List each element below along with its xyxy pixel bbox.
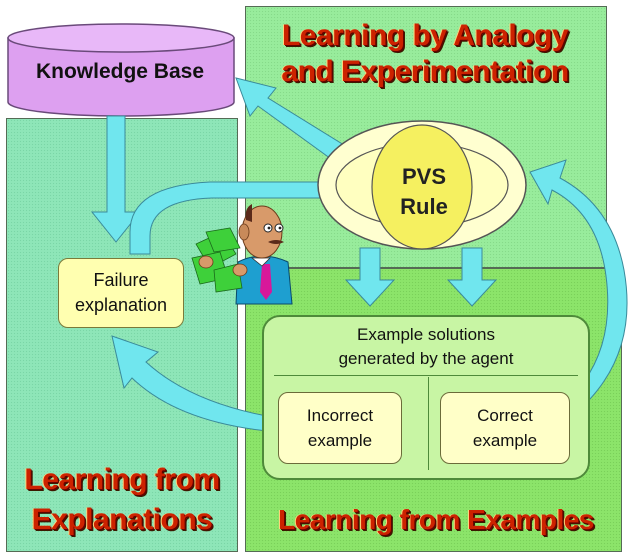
title-analogy-line2: and Experimentation: [281, 55, 569, 88]
example-solutions-header: Example solutions generated by the agent: [264, 323, 588, 371]
arrow-pvs-to-examples-left: [344, 247, 396, 307]
pvs-rule-label: PVS Rule: [384, 162, 464, 222]
arrow-pvs-to-kb: [235, 77, 353, 165]
title-learning-from-examples: Learning from Examples: [250, 502, 622, 538]
title-explanations-line2: Explanations: [31, 503, 213, 536]
failure-explanation-box: Failure explanation: [58, 258, 184, 328]
incorrect-example-line2: example: [307, 431, 373, 450]
title-examples-line1: Learning from Examples: [278, 504, 594, 535]
pvs-rule-line1: PVS: [401, 164, 447, 189]
failure-explanation-line2: explanation: [74, 295, 168, 315]
example-solutions-line1: Example solutions: [357, 325, 495, 344]
failure-explanation-line1: Failure: [93, 270, 149, 290]
arrow-incorrect-to-failure: [111, 335, 279, 433]
arrow-kb-to-failure: [90, 115, 142, 243]
correct-example-line1: Correct: [477, 406, 533, 425]
arrow-failure-to-pvs: [129, 167, 350, 255]
incorrect-example-line1: Incorrect: [306, 406, 374, 425]
agent-figure: [191, 204, 293, 305]
pvs-rule-line2: Rule: [400, 194, 448, 219]
arrow-correct-to-pvs: [529, 159, 628, 417]
examples-divider-horizontal: [274, 375, 578, 376]
examples-divider-vertical: [428, 377, 429, 470]
title-learning-from-explanations: Learning from Explanations: [6, 460, 238, 540]
correct-example-line2: example: [472, 431, 538, 450]
title-analogy-line1: Learning by Analogy: [281, 19, 569, 52]
title-learning-by-analogy: Learning by Analogy and Experimentation: [250, 18, 600, 90]
correct-example-box: Correct example: [440, 392, 570, 464]
knowledge-base-label: Knowledge Base: [35, 60, 205, 83]
example-solutions-line2: generated by the agent: [338, 349, 514, 368]
pvs-rule-ellipses: [317, 120, 527, 250]
knowledge-base-cylinder: [7, 23, 235, 117]
incorrect-example-box: Incorrect example: [278, 392, 402, 464]
title-explanations-line1: Learning from: [24, 463, 220, 496]
arrow-pvs-to-examples-right: [446, 247, 498, 307]
